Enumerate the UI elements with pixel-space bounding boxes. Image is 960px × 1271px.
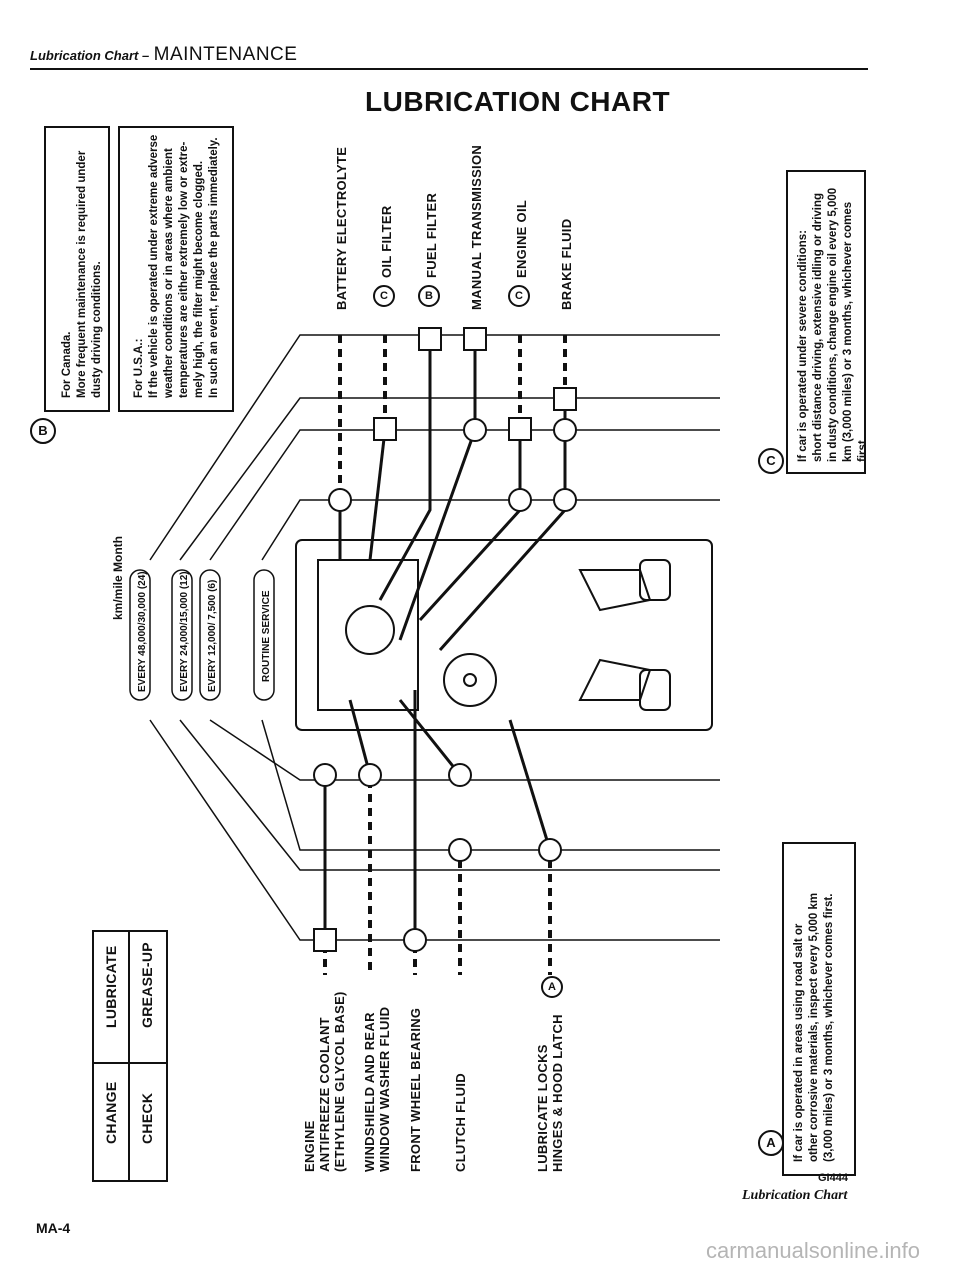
figure-caption: Lubrication Chart (742, 1188, 848, 1203)
lubricate-icon (403, 928, 427, 952)
label-locks-hinges: LUBRICATE LOCKS HINGES & HOOD LATCH (535, 1014, 565, 1172)
figure-code: GI444 (818, 1172, 848, 1184)
label-washer-fluid: WINDSHIELD AND REAR WINDOW WASHER FLUID (362, 1006, 392, 1172)
legend-grease-cell: GREASE-UP (128, 930, 168, 1064)
service-symbols (313, 327, 577, 952)
check-icon (313, 928, 337, 952)
lubricate-icon (538, 838, 562, 862)
label-oil-filter: OIL FILTER (379, 205, 394, 278)
lubricate-icon (553, 488, 577, 512)
interval-48000-label: EVERY 48,000/30,000 (24) (137, 571, 148, 692)
legend-check-cell: CHECK (128, 1060, 168, 1182)
note-c-box: If car is operated under severe conditio… (786, 170, 869, 474)
interval-routine-label: ROUTINE SERVICE (261, 590, 272, 682)
lubricate-icon (448, 763, 472, 787)
engine-oil-marker: C (508, 285, 530, 307)
watermark: carmanualsonline.info (706, 1238, 921, 1263)
label-front-wheel-bearing: FRONT WHEEL BEARING (408, 1007, 423, 1172)
check-icon (373, 417, 397, 441)
label-engine-oil: ENGINE OIL (514, 199, 529, 278)
check-icon (463, 327, 487, 351)
header-section: Lubrication Chart – (30, 48, 150, 63)
page-header: Lubrication Chart – MAINTENANCE (30, 44, 297, 66)
label-fuel-filter: FUEL FILTER (424, 192, 439, 278)
label-battery-electrolyte: BATTERY ELECTROLYTE (334, 146, 349, 310)
note-b-marker: B (30, 418, 56, 444)
label-clutch-fluid: CLUTCH FLUID (453, 1073, 468, 1172)
interval-brackets (149, 334, 720, 941)
note-canada-box: For Canada. More frequent maintenance is… (44, 126, 110, 412)
interval-24000-label: EVERY 24,000/15,000 (12) (179, 571, 190, 692)
header-rule (30, 68, 868, 70)
locks-marker: A (541, 976, 563, 998)
note-a-box: If car is operated in areas using road s… (782, 842, 856, 1176)
check-icon (508, 417, 532, 441)
car-chassis (295, 539, 713, 731)
lubricate-icon (313, 763, 337, 787)
lubricate-icon (358, 763, 382, 787)
lubricate-icon (553, 418, 577, 442)
legend-lubricate-cell: LUBRICATE (92, 930, 132, 1064)
lubricate-icon (463, 418, 487, 442)
label-brake-fluid: BRAKE FLUID (559, 218, 574, 310)
note-usa-box: For U.S.A.: If the vehicle is operated u… (118, 126, 234, 412)
chart-title: LUBRICATION CHART (365, 86, 671, 117)
lubricate-icon (448, 838, 472, 862)
check-icon (553, 387, 577, 411)
lubricate-icon (508, 488, 532, 512)
legend-change-cell: CHANGE (92, 1060, 132, 1182)
interval-12000-label: EVERY 12,000/ 7,500 (6) (207, 580, 218, 692)
label-engine-coolant: ENGINE ANTIFREEZE COOLANT (ETHYLENE GLYC… (302, 991, 347, 1172)
fuel-filter-marker: B (418, 285, 440, 307)
interval-labels: EVERY 48,000/30,000 (24) EVERY 24,000/15… (129, 569, 275, 701)
check-icon (418, 327, 442, 351)
label-manual-transmission: MANUAL TRANSMISSION (469, 144, 484, 310)
oil-filter-marker: C (373, 285, 395, 307)
page-number: MA-4 (36, 1220, 71, 1236)
header-title: MAINTENANCE (153, 44, 298, 65)
lubricate-icon (328, 488, 352, 512)
note-c-marker: C (758, 448, 784, 474)
